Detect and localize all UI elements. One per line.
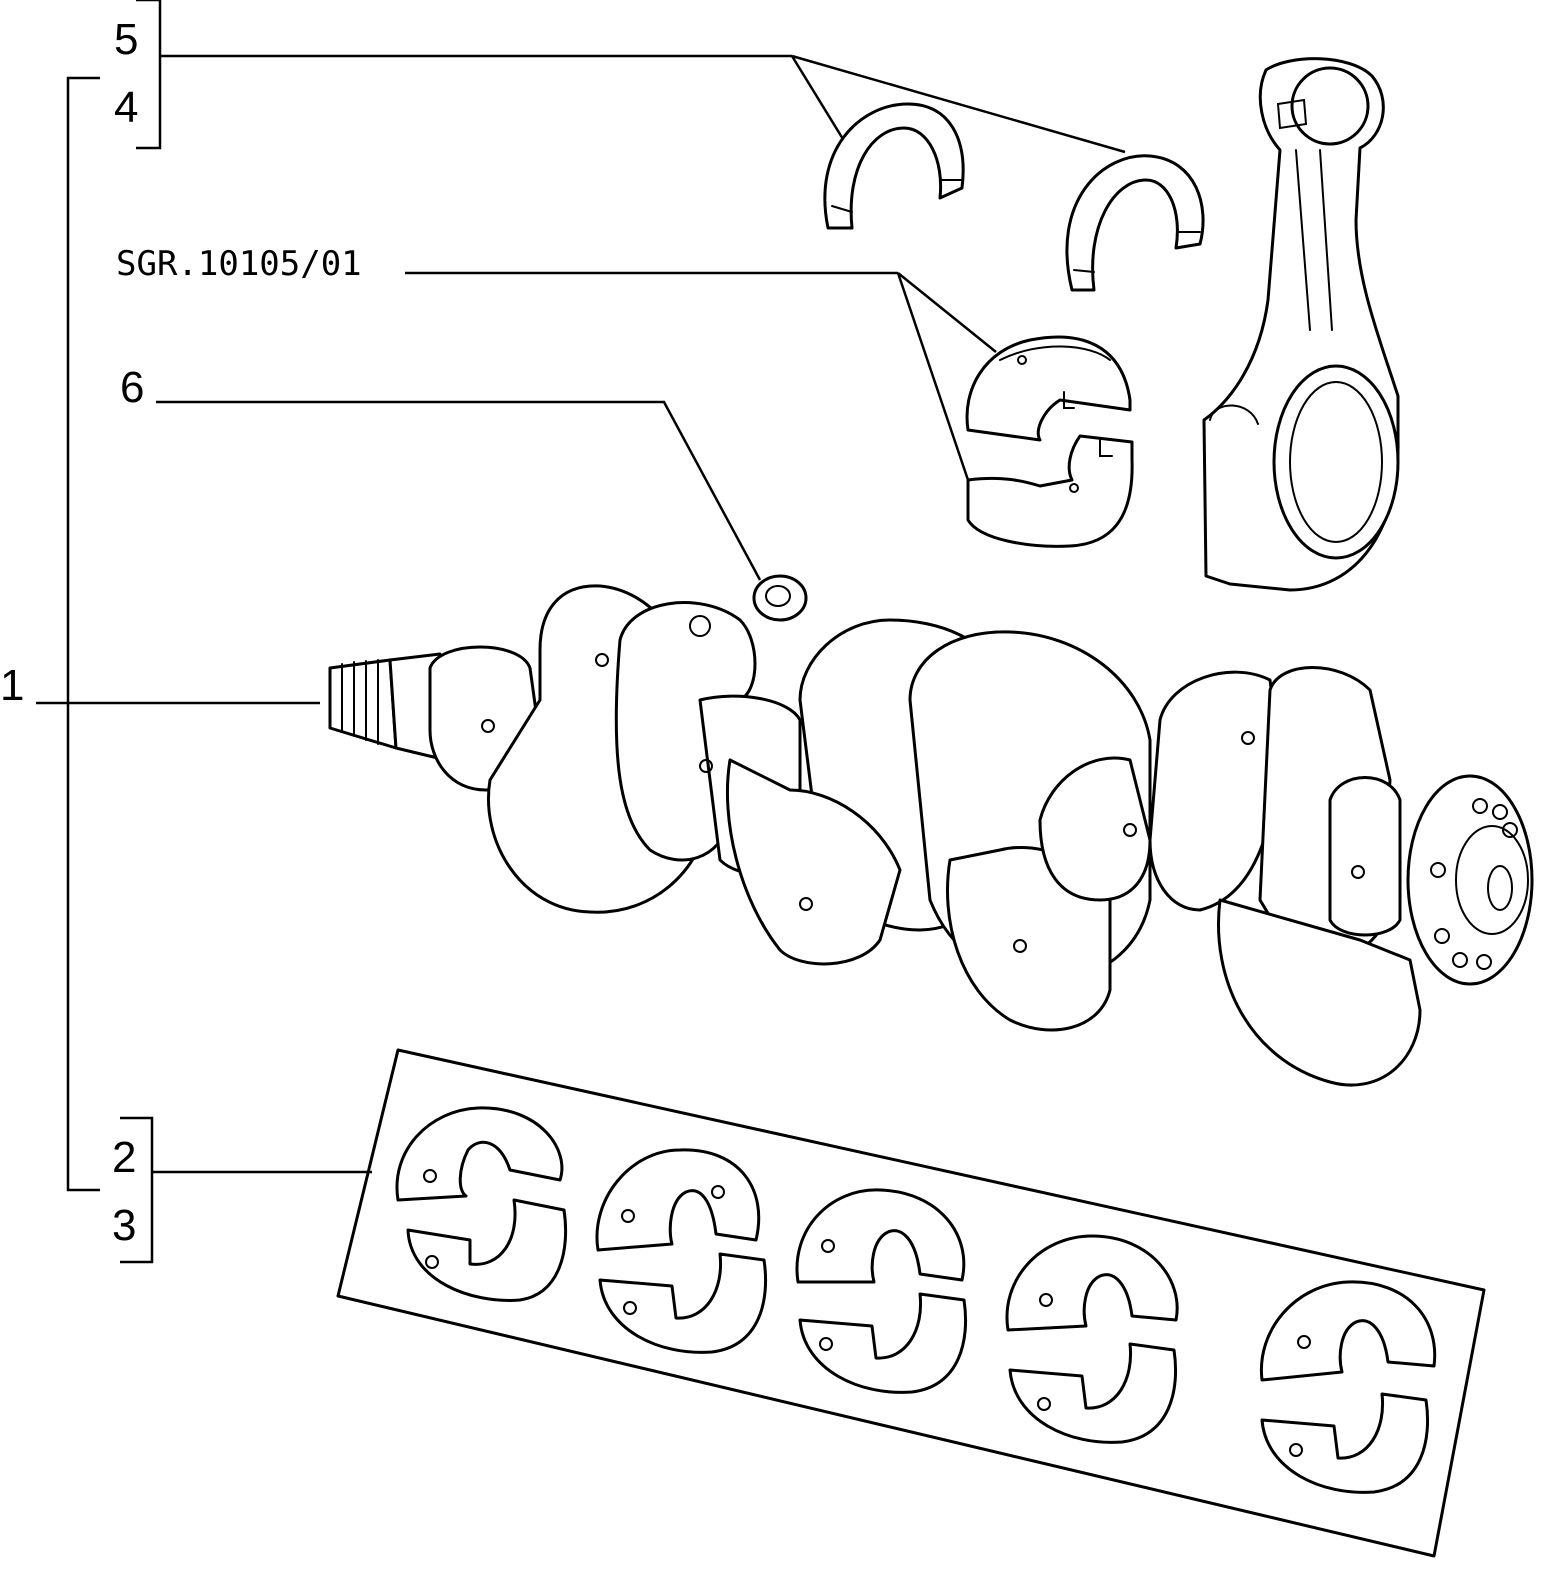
main-bearing-set-1 bbox=[395, 1106, 568, 1302]
callout-1: 1 bbox=[0, 661, 24, 710]
thrust-washer-left bbox=[823, 102, 965, 230]
big-end-bearing-shells bbox=[965, 335, 1134, 548]
pilot-bushing bbox=[752, 574, 808, 622]
thrust-washer-right bbox=[1065, 154, 1205, 292]
callout-2: 2 bbox=[112, 1133, 136, 1182]
leader-lines bbox=[36, 0, 1126, 1264]
main-bearing-panel bbox=[336, 1048, 1486, 1558]
callout-4: 4 bbox=[114, 83, 138, 132]
connecting-rod bbox=[1202, 57, 1400, 592]
callout-5: 5 bbox=[114, 15, 138, 64]
crankshaft bbox=[328, 584, 1534, 1087]
main-bearing-set-4 bbox=[1005, 1234, 1179, 1444]
main-bearing-set-5 bbox=[1259, 1280, 1437, 1494]
main-bearing-set-3 bbox=[795, 1188, 968, 1394]
main-bearing-set-2 bbox=[595, 1148, 768, 1354]
callout-6: 6 bbox=[120, 363, 144, 412]
reference-code: SGR.10105/01 bbox=[116, 244, 362, 284]
callout-3: 3 bbox=[112, 1201, 136, 1250]
